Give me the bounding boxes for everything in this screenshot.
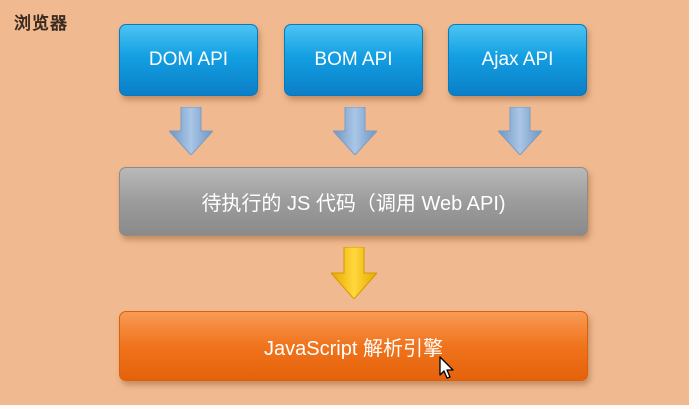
bom-api-box: BOM API	[284, 24, 423, 96]
js-engine-box: JavaScript 解析引擎	[119, 311, 588, 381]
mouse-cursor-icon	[439, 356, 454, 379]
arrow-down-icon	[169, 107, 213, 155]
dom-api-box: DOM API	[119, 24, 258, 96]
arrow-down-icon	[333, 107, 377, 155]
arrow-down-icon	[498, 107, 542, 155]
arrow-down-icon	[331, 247, 377, 299]
diagram-title: 浏览器	[14, 14, 68, 34]
js-code-box: 待执行的 JS 代码（调用 Web API)	[119, 167, 588, 236]
ajax-api-box: Ajax API	[448, 24, 587, 96]
